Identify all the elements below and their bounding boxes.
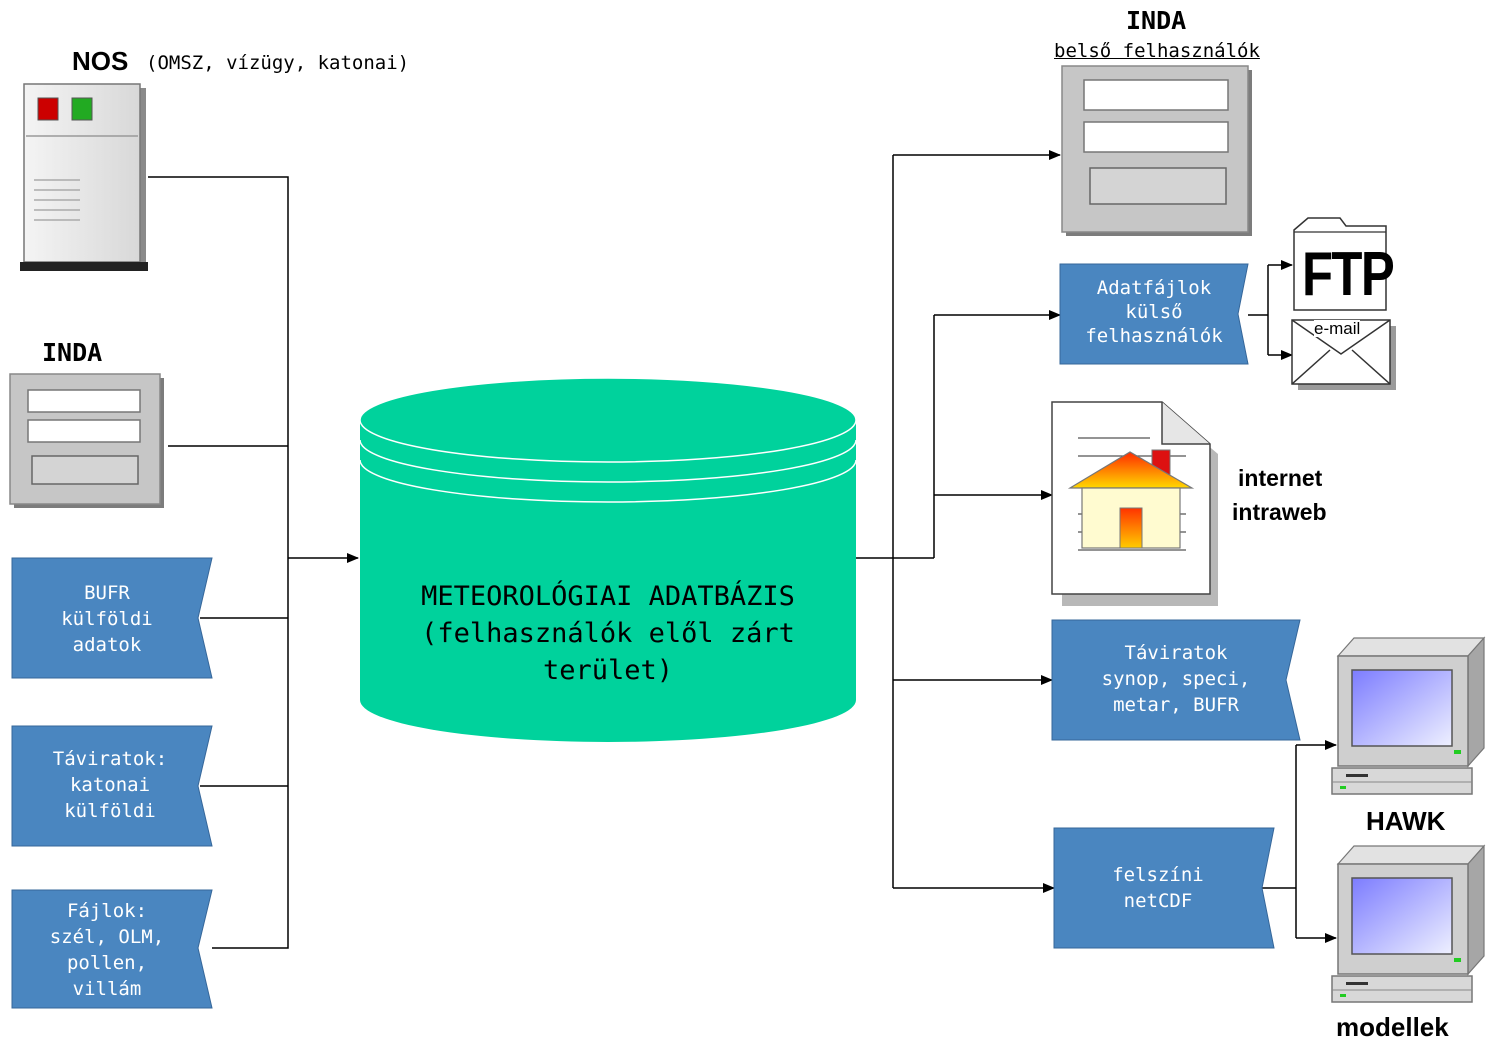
inda-belso-title: INDA xyxy=(1126,6,1187,35)
adatfajlok-output-box xyxy=(1059,263,1249,365)
felszini-label: felszíni netCDF xyxy=(1112,864,1204,912)
inda-terminal-icon xyxy=(9,373,164,508)
hawk-label: HAWK xyxy=(1366,806,1446,836)
taviratok-input-box xyxy=(11,725,213,847)
fajlok-label: Fájlok: szél, OLM, pollen, villám xyxy=(49,900,165,1000)
computer-icon-modellek xyxy=(1331,844,1486,1003)
email-label: e-mail xyxy=(1314,319,1361,338)
adatfajlok-label: Adatfájlok külső felhasználók xyxy=(1085,277,1223,347)
inda-belso-subtitle: belső felhasználók xyxy=(1054,40,1260,62)
taviratok-output-box xyxy=(1051,619,1301,741)
nos-title: NOS xyxy=(72,46,129,76)
modellek-label: modellek xyxy=(1336,1012,1449,1042)
inda-left-title: INDA xyxy=(42,338,103,367)
bufr-input-box xyxy=(11,557,213,679)
ftp-folder-icon xyxy=(1293,217,1387,311)
database-cylinder xyxy=(359,377,857,742)
ftp-label: FTP xyxy=(1302,240,1395,309)
right-connectors xyxy=(856,150,1337,943)
server-icon xyxy=(20,83,148,271)
internet-label: internet xyxy=(1238,465,1323,491)
database-label: METEOROLÓGIAI ADATBÁZIS (felhasználók el… xyxy=(421,581,795,686)
nos-subtitle: (OMSZ, vízügy, katonai) xyxy=(146,52,410,74)
bufr-label: BUFR külföldi adatok xyxy=(61,582,153,656)
inda-belso-terminal-icon xyxy=(1061,65,1252,236)
intraweb-label: intraweb xyxy=(1232,499,1327,525)
taviratok-output-label: Táviratok synop, speci, metar, BUFR xyxy=(1101,642,1251,716)
fajlok-input-box xyxy=(11,889,213,1009)
left-connectors xyxy=(148,176,359,949)
computer-icon xyxy=(1331,636,1486,795)
taviratok-input-label: Táviratok: katonai külföldi xyxy=(52,748,168,822)
web-page-icon xyxy=(1051,401,1218,606)
felszini-output-box xyxy=(1053,827,1275,949)
